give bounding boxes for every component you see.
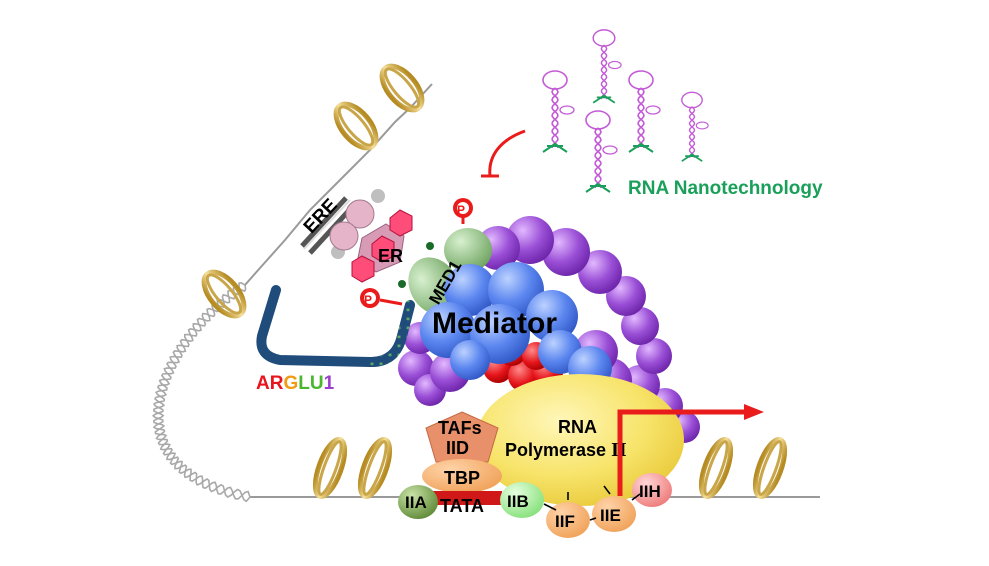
- rna-nanoparticle: [592, 29, 622, 104]
- rna-nanoparticle: [585, 110, 618, 193]
- nucleosomes-upper: [201, 63, 425, 319]
- phospho-marker-left: [360, 288, 403, 308]
- iib: [500, 482, 544, 518]
- iie-label: IIE: [600, 506, 621, 525]
- er-dimer: [329, 189, 434, 288]
- inhibition-symbol: [481, 129, 526, 178]
- tafs-label: TAFs: [438, 418, 482, 438]
- arglu1-part-g: G: [283, 373, 298, 394]
- tata-label: TATA: [440, 496, 484, 516]
- phospho-label-top: P: [457, 203, 465, 217]
- arglu1-label: ARGLU1: [256, 373, 335, 394]
- arglu1-protein: [256, 285, 415, 368]
- iia-label: IIA: [405, 493, 427, 512]
- phospho-marker-top: [453, 198, 473, 224]
- rna-nanotechnology-label: RNA Nanotechnology: [628, 178, 823, 199]
- dna-loop: [151, 281, 251, 503]
- iia: [398, 485, 438, 519]
- tbp-label: TBP: [444, 468, 480, 488]
- polymerase-label: Polymerase II: [505, 439, 627, 461]
- nucleosomes-baseline: [312, 437, 788, 499]
- transcription-start-arrow: [617, 404, 764, 496]
- rna-nanostructures: [542, 29, 709, 193]
- rna-polymerase-ii: [476, 374, 684, 506]
- phospho-label-left: P: [364, 293, 372, 307]
- iib-label: IIB: [507, 492, 529, 511]
- arglu1-part-lu: LU: [298, 373, 323, 394]
- gtf-connectors: [543, 485, 641, 521]
- iid-label: IID: [446, 438, 469, 458]
- iie: [592, 496, 636, 532]
- rna-nanoparticle: [542, 70, 575, 153]
- tbp: [422, 459, 502, 493]
- iih-label: IIH: [639, 482, 661, 501]
- arglu1-part-ar: AR: [256, 373, 284, 394]
- arglu1-part-1: 1: [324, 373, 335, 394]
- iif-label: IIF: [555, 512, 575, 531]
- mediator-label: Mediator: [432, 307, 557, 340]
- rna-nanoparticle: [681, 91, 709, 162]
- rna-nanoparticle: [628, 70, 661, 153]
- rna-label: RNA: [558, 417, 597, 437]
- mediator-complex: [398, 216, 700, 443]
- iih: [632, 473, 672, 507]
- tata-box: [430, 491, 502, 505]
- er-label: ER: [378, 246, 403, 266]
- polymerase-word: Polymerase: [505, 440, 606, 460]
- iif: [546, 502, 590, 538]
